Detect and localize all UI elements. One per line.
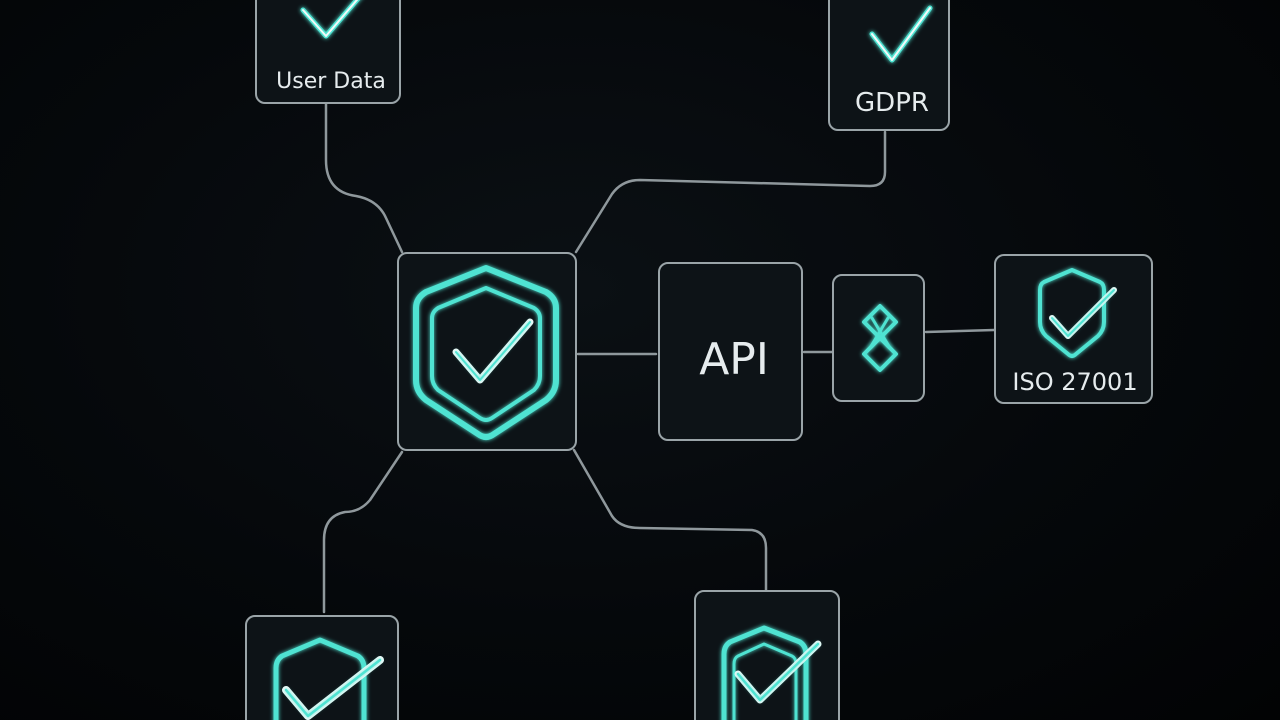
- node-bottom-left[interactable]: [245, 615, 399, 720]
- node-bottom-right[interactable]: [694, 590, 840, 720]
- connector-hub-bottom-left: [322, 450, 404, 614]
- node-user-data[interactable]: User Data: [255, 0, 401, 104]
- node-hub[interactable]: [397, 252, 577, 451]
- connector-hub-bottom-right: [572, 448, 768, 592]
- connectors: [322, 102, 996, 614]
- node-gdpr[interactable]: GDPR: [828, 0, 950, 131]
- shield-check-icon: [273, 637, 384, 720]
- iso-label: ISO 27001: [1012, 368, 1137, 396]
- link-chain-icon: [862, 304, 898, 372]
- connector-integration-iso: [924, 328, 996, 334]
- shield-check-icon: [721, 625, 822, 720]
- node-iso[interactable]: ISO 27001: [994, 254, 1153, 404]
- gdpr-label: GDPR: [855, 88, 929, 118]
- node-integration[interactable]: [832, 274, 925, 402]
- user-data-label: User Data: [276, 69, 386, 94]
- api-label: API: [699, 334, 769, 385]
- shield-check-icon: [1038, 268, 1117, 358]
- shield-check-icon: [413, 265, 559, 440]
- node-api[interactable]: API: [658, 262, 803, 441]
- connector-gdpr-hub: [574, 130, 887, 254]
- connector-user-data-hub: [324, 102, 404, 254]
